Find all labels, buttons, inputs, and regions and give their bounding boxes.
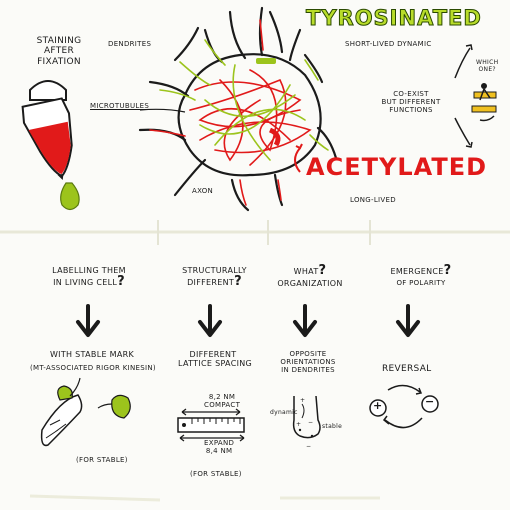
col2-q-line-2: DIFFERENT?: [187, 274, 242, 290]
staining-label: STAINING AFTER FIXATION: [24, 36, 94, 67]
microtubules-pointer: [139, 108, 186, 113]
neuron-orientation-icon: + − + −: [292, 395, 321, 450]
arrow-down-icon: [454, 117, 471, 146]
short-lived-label: SHORT-LIVED DYNAMIC: [345, 40, 432, 48]
minus-circle-icon: [421, 395, 439, 413]
compact-value: 8,2 nm: [208, 393, 236, 401]
col3-answer: OPPOSITE ORIENTATIONS IN DENDRITES: [272, 350, 344, 374]
acetylated-marker: [268, 127, 281, 147]
col4-q-line-2: OF POLARITY: [396, 278, 446, 287]
col3-q-line-1: WHAT?: [293, 263, 327, 278]
col2-compact-label: 8,2 nm COMPACT: [204, 393, 240, 409]
coexist-line-3: FUNCTIONS: [389, 106, 433, 115]
col1-a-line-1: WITH STABLE MARK: [49, 350, 135, 359]
arrow-down-icon-col3: [293, 304, 317, 337]
col4-answer: REVERSAL: [382, 364, 432, 374]
microtubules-label: MICROTUBULES: [90, 102, 150, 110]
staining-line-3: FIXATION: [37, 56, 81, 67]
pipette-icon: [21, 80, 80, 211]
col3-a-line-1: OPPOSITE: [289, 350, 327, 358]
arrow-down-icon-col1: [76, 304, 100, 337]
lattice-ruler-icon: [177, 408, 245, 442]
col2-q-line-1: STRUCTURALLY: [182, 266, 247, 275]
long-lived-label: LONG-LIVED: [350, 196, 396, 204]
staining-line-2: AFTER: [43, 46, 75, 57]
col1-a-line-2: (MT-ASSOCIATED RIGOR KINESIN): [30, 364, 156, 373]
coexist-label: CO-EXIST BUT DIFFERENT FUNCTIONS: [376, 90, 446, 114]
svg-text:−: −: [308, 419, 313, 426]
plus-symbol: +: [373, 399, 383, 412]
figure-seesaw-icon: [471, 83, 497, 122]
which-one-label: WHICH ONE?: [476, 59, 499, 74]
which-line-1: WHICH: [476, 59, 499, 66]
col2-note: (FOR STABLE): [190, 470, 242, 478]
arrow-up-icon: [454, 47, 471, 79]
col1-answer: WITH STABLE MARK (MT-ASSOCIATED RIGOR KI…: [30, 350, 156, 373]
acetylated-arrow: [294, 147, 301, 173]
col1-q-line-1: LABELLING THEM: [52, 266, 126, 275]
compact-word: COMPACT: [204, 401, 241, 410]
arrow-down-icon-col4: [396, 304, 420, 337]
arrow-down-icon-col2: [198, 304, 222, 337]
col2-a-line-2: LATTICE SPACING: [178, 359, 253, 369]
dynamic-label: dynamic: [270, 409, 298, 416]
svg-text:+: +: [300, 397, 305, 404]
expand-value: 8,4 nm: [205, 447, 233, 456]
stable-label: stable: [322, 423, 343, 430]
which-line-2: ONE?: [478, 65, 496, 73]
col2-answer: DIFFERENT LATTICE SPACING: [178, 350, 253, 369]
col4-q-line-1: EMERGENCE?: [390, 263, 452, 278]
col3-a-line-2: ORIENTATIONS: [280, 358, 336, 367]
svg-text:+: +: [296, 421, 301, 428]
acetylated-title: ACETYLATED: [306, 153, 488, 181]
col2-expand-label: EXPAND 8,4 nm: [204, 439, 234, 455]
axon-label: AXON: [192, 187, 214, 195]
expand-word: EXPAND: [204, 439, 235, 447]
coexist-line-1: CO-EXIST: [393, 90, 429, 98]
col1-question: LABELLING THEM IN LIVING CELL?: [34, 266, 144, 290]
col4-question: EMERGENCE? OF POLARITY: [376, 263, 466, 287]
dendrites-label: DENDRITES: [108, 40, 152, 48]
minus-symbol: −: [425, 395, 435, 408]
col3-q-line-2: ORGANIZATION: [277, 278, 343, 288]
col3-question: WHAT? ORGANIZATION: [270, 263, 350, 288]
neuron-outline: [138, 6, 338, 212]
tyrosinated-marker: [256, 58, 276, 64]
col1-note: (FOR STABLE): [76, 456, 128, 464]
plus-circle-icon: [369, 399, 387, 417]
divider-bottom: [29, 494, 161, 502]
staining-line-1: STAINING: [36, 36, 82, 46]
col1-q-line-2: IN LIVING CELL?: [53, 274, 125, 290]
tyrosinated-title: TYROSINATED: [306, 5, 482, 30]
kinesin-microtubule-icon: [40, 377, 131, 447]
col2-a-line-1: DIFFERENT: [189, 350, 237, 359]
svg-text:−: −: [306, 443, 311, 450]
microtubules-tangle: [149, 19, 329, 206]
col3-a-line-3: IN DENDRITES: [281, 366, 335, 375]
reversal-icon: [369, 384, 439, 429]
col2-question: STRUCTURALLY DIFFERENT?: [172, 266, 257, 290]
coexist-line-2: BUT DIFFERENT: [381, 98, 441, 107]
